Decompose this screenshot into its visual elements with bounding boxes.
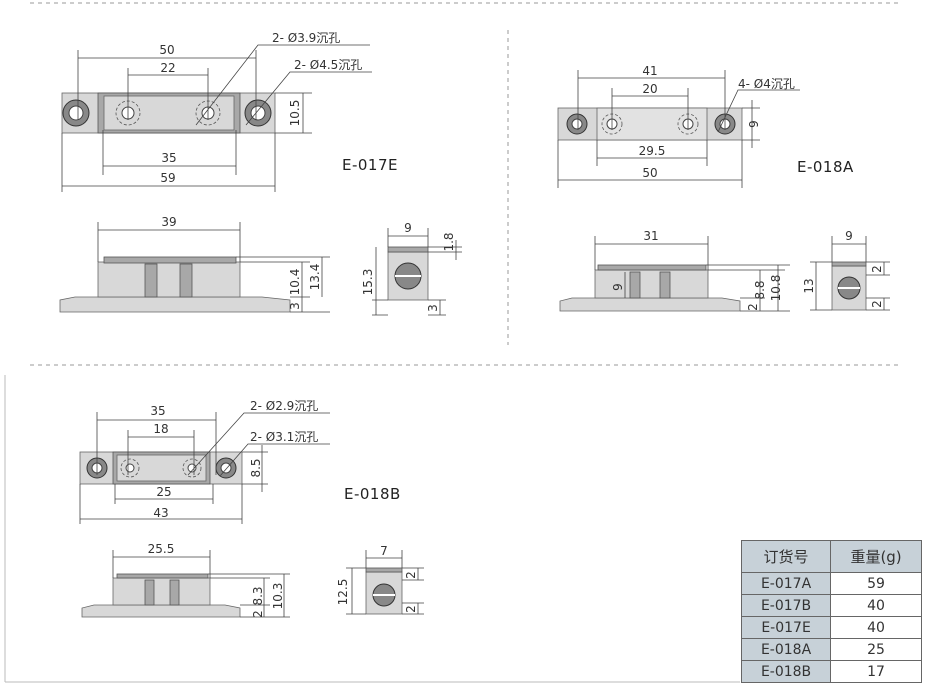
header-order-no: 订货号 bbox=[740, 540, 832, 573]
dim-41: 41 bbox=[642, 64, 657, 78]
model-label-e018a: E-018A bbox=[797, 158, 854, 176]
dim-2-top: 2 bbox=[404, 571, 418, 579]
model-label-e017e: E-017E bbox=[342, 156, 398, 174]
hole-spec-1: 2- Ø2.9沉孔 bbox=[250, 399, 318, 413]
dim-29-5: 29.5 bbox=[639, 144, 666, 158]
order-code: E-017E bbox=[740, 616, 832, 639]
dim-8-5: 8.5 bbox=[249, 458, 263, 477]
hole-spec-1: 2- Ø3.9沉孔 bbox=[272, 31, 340, 45]
e018b-end-view bbox=[346, 550, 424, 615]
dim-31: 31 bbox=[643, 229, 658, 243]
hole-spec-2: 2- Ø4.5沉孔 bbox=[294, 58, 362, 72]
order-code: E-017A bbox=[740, 572, 832, 595]
dim-25: 25 bbox=[156, 485, 171, 499]
weight-value: 17 bbox=[830, 660, 922, 683]
dim-9: 9 bbox=[747, 120, 761, 128]
dim-9-end: 9 bbox=[845, 229, 853, 243]
table-header-row: 订货号 重量(g) bbox=[740, 540, 922, 573]
dim-2: 2 bbox=[746, 303, 760, 311]
dim-50: 50 bbox=[642, 166, 657, 180]
dim-9-inner: 9 bbox=[611, 283, 625, 291]
order-code: E-017B bbox=[740, 594, 832, 617]
weight-value: 59 bbox=[830, 572, 922, 595]
e018b-side-view bbox=[81, 550, 290, 618]
dim-2: 2 bbox=[251, 610, 265, 618]
dim-39: 39 bbox=[161, 215, 176, 229]
dim-35: 35 bbox=[161, 151, 176, 165]
e017e-top-view bbox=[61, 44, 372, 192]
e018b-top-view bbox=[79, 412, 330, 524]
order-code: E-018A bbox=[740, 638, 832, 661]
dim-3: 3 bbox=[288, 302, 302, 310]
dim-22: 22 bbox=[160, 61, 175, 75]
dim-50: 50 bbox=[159, 43, 174, 57]
dim-8-8: 8.8 bbox=[753, 280, 767, 299]
e017e-side-view bbox=[59, 222, 330, 313]
hole-spec-2: 2- Ø3.1沉孔 bbox=[250, 430, 318, 444]
dim-13-4: 13.4 bbox=[308, 264, 322, 291]
dim-35: 35 bbox=[150, 404, 165, 418]
model-label-e018b: E-018B bbox=[344, 485, 401, 503]
dim-3-end: 3 bbox=[426, 304, 440, 312]
weight-value: 25 bbox=[830, 638, 922, 661]
order-code: E-018B bbox=[740, 660, 832, 683]
dim-15-3: 15.3 bbox=[361, 269, 375, 296]
dim-12-5: 12.5 bbox=[336, 579, 350, 606]
e017e-end-view bbox=[372, 228, 462, 316]
dim-9: 9 bbox=[404, 221, 412, 235]
dim-8-3: 8.3 bbox=[251, 586, 265, 605]
dim-10-4: 10.4 bbox=[288, 269, 302, 296]
dim-25-5: 25.5 bbox=[148, 542, 175, 556]
dim-20: 20 bbox=[642, 82, 657, 96]
e018a-end-view bbox=[810, 236, 890, 311]
dim-2-base: 2 bbox=[404, 605, 418, 613]
weight-value: 40 bbox=[830, 594, 922, 617]
header-weight: 重量(g) bbox=[830, 540, 922, 573]
e018a-top-view bbox=[557, 70, 800, 188]
dim-2-base: 2 bbox=[870, 300, 884, 308]
dim-2-top: 2 bbox=[870, 265, 884, 273]
dim-59: 59 bbox=[160, 171, 175, 185]
hole-spec: 4- Ø4沉孔 bbox=[738, 77, 795, 91]
dim-18: 18 bbox=[153, 422, 168, 436]
e018a-side-view bbox=[559, 236, 790, 312]
dim-height: 10.5 bbox=[288, 100, 302, 127]
dim-13: 13 bbox=[802, 278, 816, 293]
weight-value: 40 bbox=[830, 616, 922, 639]
dim-43: 43 bbox=[153, 506, 168, 520]
dim-10-3: 10.3 bbox=[271, 583, 285, 610]
dim-1-8: 1.8 bbox=[442, 232, 456, 251]
dim-7: 7 bbox=[380, 544, 388, 558]
dim-10-8: 10.8 bbox=[769, 275, 783, 302]
